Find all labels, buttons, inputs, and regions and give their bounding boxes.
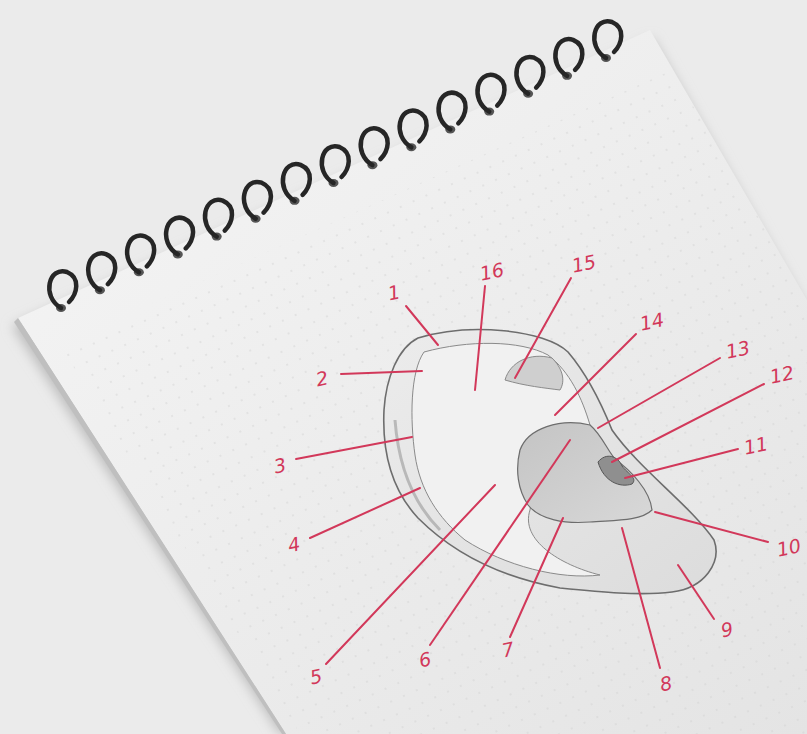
spiral-coil	[283, 164, 310, 201]
callout-number: 11	[742, 434, 770, 458]
ear-drawing	[384, 330, 716, 594]
spiral-coil	[361, 128, 388, 165]
callout-number: 15	[570, 252, 598, 276]
callout-number: 9	[719, 619, 735, 640]
callout-number: 5	[308, 666, 324, 687]
callout-number: 10	[775, 536, 803, 560]
spiral-coil	[322, 146, 349, 183]
spiral-coil	[594, 21, 621, 58]
callout-number: 8	[658, 673, 674, 694]
dot-grid	[60, 70, 807, 734]
callout-number: 1	[386, 282, 402, 303]
callout-number: 16	[478, 260, 506, 284]
spiral-coil	[400, 111, 427, 148]
spiral-coil	[477, 75, 504, 112]
callout-number: 6	[417, 649, 433, 670]
spiral-coil	[127, 236, 154, 273]
spiral-coil	[166, 218, 193, 255]
spiral-coil	[244, 182, 271, 219]
spiral-binding	[49, 21, 621, 312]
callout-number: 12	[768, 363, 796, 387]
leader-lines	[296, 278, 768, 668]
callout-number: 14	[638, 310, 666, 334]
spiral-coil	[205, 200, 232, 237]
callout-number: 7	[500, 639, 516, 660]
spiral-coil	[49, 271, 76, 308]
spiral-coil	[88, 253, 115, 290]
spiral-coil	[555, 39, 582, 76]
spiral-coil	[516, 57, 543, 94]
spiral-coil	[439, 93, 466, 130]
callout-number: 2	[314, 368, 330, 389]
notebook-page	[18, 30, 807, 734]
callout-number: 13	[724, 338, 752, 362]
callout-number: 4	[286, 534, 302, 555]
callout-number: 3	[272, 455, 288, 476]
